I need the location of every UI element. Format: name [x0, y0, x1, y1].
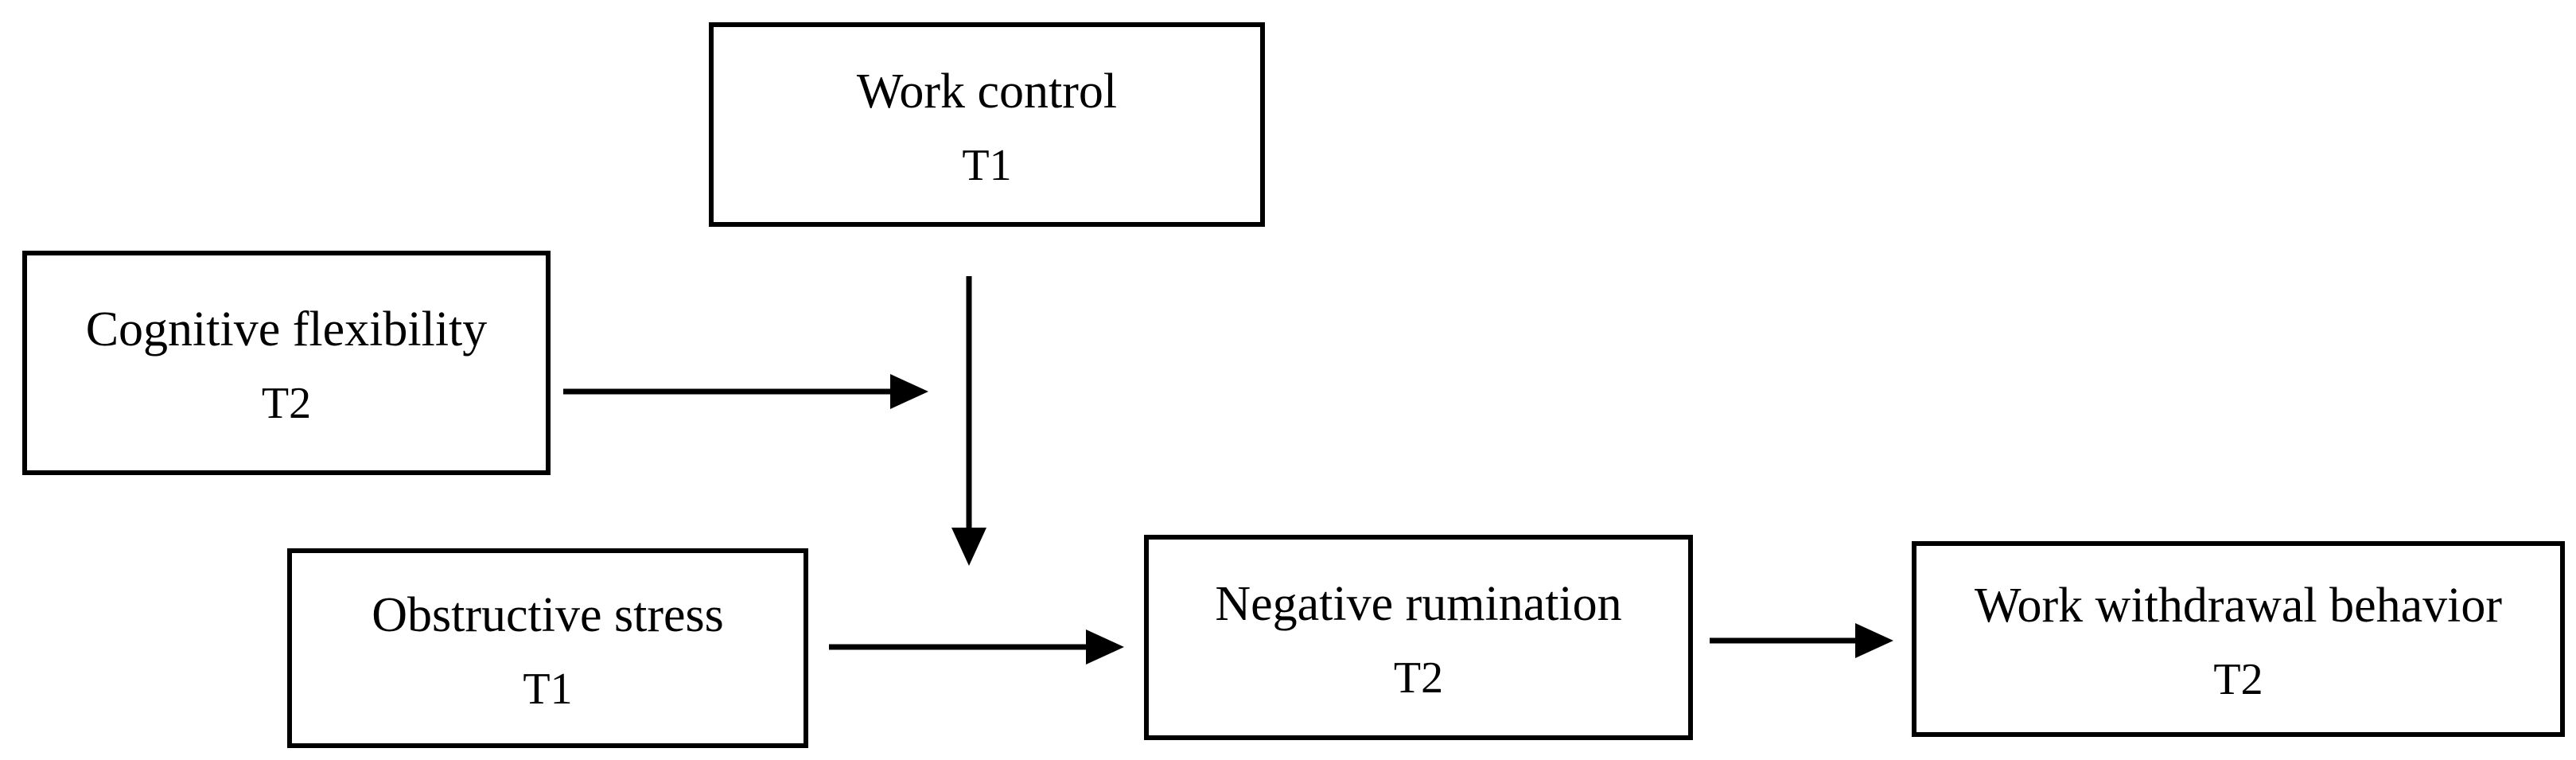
node-obstructive-stress-label: Obstructive stress [372, 587, 724, 642]
edge-work-control-arrowhead-icon [951, 528, 986, 566]
node-work-control: Work control T1 [709, 22, 1265, 227]
edge-cognitive-flexibility-arrowhead-icon [890, 374, 928, 409]
node-negative-rumination: Negative rumination T2 [1144, 535, 1693, 740]
node-work-control-time-label: T1 [962, 140, 1012, 190]
node-obstructive-stress-time-label: T1 [523, 664, 573, 714]
node-work-withdrawal-behavior-time-label: T2 [2213, 655, 2263, 704]
node-negative-rumination-time-label: T2 [1393, 653, 1444, 703]
node-work-withdrawal-behavior-label: Work withdrawal behavior [1974, 579, 2503, 633]
node-cognitive-flexibility: Cognitive flexibility T2 [22, 251, 551, 475]
edge-obstructive-stress-to-negative-rumination-arrowhead-icon [1086, 629, 1124, 665]
node-work-withdrawal-behavior: Work withdrawal behavior T2 [1912, 541, 2565, 737]
node-work-control-label: Work control [856, 64, 1118, 119]
edge-negative-rumination-to-work-withdrawal-arrowhead-icon [1855, 623, 1893, 658]
node-obstructive-stress: Obstructive stress T1 [287, 548, 808, 748]
node-negative-rumination-label: Negative rumination [1215, 577, 1622, 631]
node-cognitive-flexibility-time-label: T2 [261, 379, 312, 428]
node-cognitive-flexibility-label: Cognitive flexibility [85, 302, 488, 357]
